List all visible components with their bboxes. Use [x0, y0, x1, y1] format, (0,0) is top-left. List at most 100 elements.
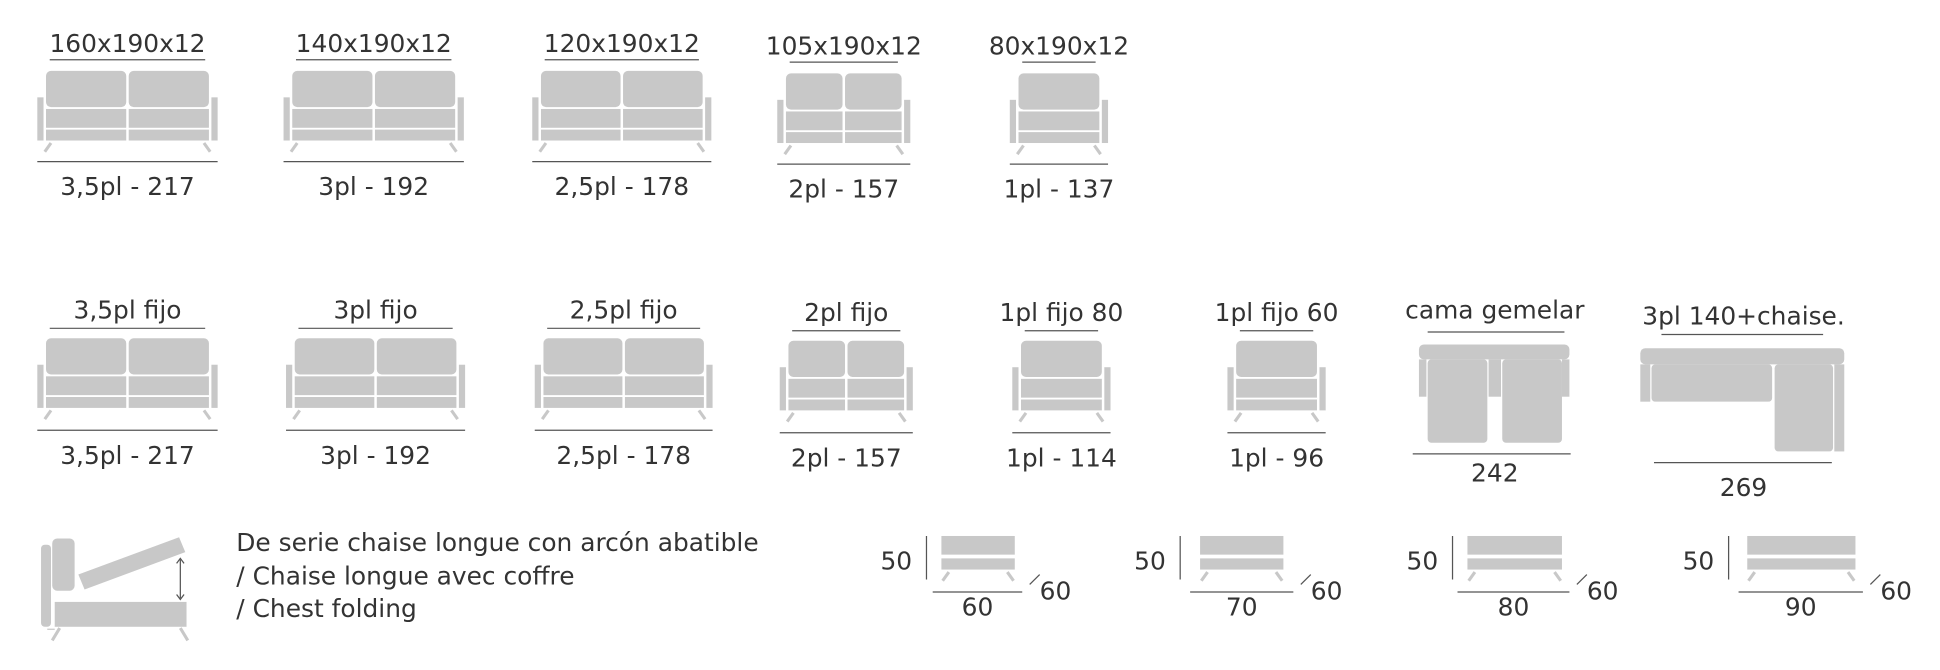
sofa-size-label: 242: [1471, 457, 1519, 488]
sofa-base: [1236, 399, 1317, 411]
sofa-title: 3,5pl fijo: [73, 294, 182, 325]
footstool-width-label: 80: [1497, 591, 1530, 622]
footstool-width-label: 70: [1225, 591, 1258, 622]
footstool-leg: [1467, 571, 1477, 582]
sofa-arm-right: [211, 364, 218, 408]
chest-description: De serie chaise longue con arcón abatibl…: [236, 526, 758, 625]
sofa-leg: [43, 142, 53, 153]
sofa-back-cushion: [1236, 340, 1317, 377]
chest-leg: [50, 627, 62, 642]
sofa-arm-right: [458, 364, 466, 408]
gemelar-middle: [1488, 359, 1502, 397]
sofa-base: [46, 129, 127, 141]
sofa-seat: [128, 108, 209, 128]
sofa-seat: [788, 378, 846, 398]
sofa-seat: [46, 376, 127, 396]
sofa-size-label: 3pl - 192: [318, 171, 430, 202]
sofa-arm-right: [1104, 367, 1111, 411]
sofa-base: [1018, 132, 1100, 144]
sofa-seat: [294, 376, 375, 396]
sofa-base: [623, 129, 703, 141]
sofa-leg: [202, 409, 212, 420]
sofa-seat: [540, 108, 621, 128]
sofa-back-cushion: [128, 70, 209, 108]
sofa-base: [294, 397, 375, 408]
sofa-size-label: 1pl - 114: [1006, 442, 1117, 473]
sofa-title: 3pl 140+chaise.: [1642, 300, 1845, 331]
sofa-seat: [847, 378, 905, 398]
footstool-base: [1200, 558, 1284, 570]
footstool-top: [941, 535, 1015, 555]
sofa-leg: [1093, 144, 1102, 156]
sofa-arm-left: [1009, 99, 1017, 144]
sofa-seat: [128, 376, 209, 396]
footstool-depth-label: 60: [1310, 575, 1343, 606]
sofa-size-label: 3pl - 192: [320, 440, 431, 471]
sofa-seat: [374, 108, 456, 128]
sofa-base: [785, 132, 843, 144]
sofa-leg: [1015, 144, 1025, 156]
depth-line: [1029, 574, 1041, 585]
sofa-leg: [448, 142, 458, 153]
sofa-leg: [895, 144, 905, 156]
sofa-leg: [1018, 411, 1028, 423]
sofa-title: 105x190x12: [765, 31, 922, 61]
sofa-arm-left: [1227, 367, 1234, 411]
sofa-size-label: 3,5pl - 217: [60, 171, 195, 202]
sofa-title: 1pl fijo 60: [1214, 297, 1339, 328]
sofa-size-label: 1pl - 96: [1229, 442, 1325, 473]
sofa-base: [845, 132, 902, 144]
depth-line: [1576, 574, 1588, 585]
sofa-arm-left: [37, 97, 44, 141]
sofa-back-cushion: [374, 70, 456, 108]
sofa-size-label: 2,5pl - 178: [556, 440, 691, 471]
sofa-arm-right: [457, 97, 464, 141]
sofa-seat: [292, 108, 373, 128]
sofa-title: 80x190x12: [988, 31, 1130, 61]
sofa-size-label: 2pl - 157: [788, 174, 900, 204]
sofa-title: 1pl fijo 80: [999, 297, 1124, 328]
footstool-depth-label: 60: [1586, 575, 1619, 606]
chest-back-cushion: [52, 538, 75, 591]
footstool-top: [1200, 535, 1284, 555]
footstool-depth-label: 60: [1880, 575, 1912, 606]
chaise-seat: [1651, 364, 1773, 402]
sofa-arm-left: [534, 364, 541, 408]
sofa-size-label: 2pl - 157: [790, 442, 902, 473]
footstool-depth-label: 60: [1039, 575, 1072, 606]
sofa-title: 140x190x12: [295, 28, 452, 59]
sofa-leg: [43, 409, 53, 420]
sofa-arm-right: [211, 97, 218, 141]
footstool-base: [1467, 558, 1562, 570]
sofa-size-label: 1pl - 137: [1003, 174, 1115, 204]
footstool-base: [941, 558, 1015, 570]
sofa-base: [847, 399, 905, 411]
footstool-width-label: 90: [1784, 591, 1817, 622]
sofa-arm-left: [37, 364, 44, 408]
sofa-title: 160x190x12: [49, 28, 206, 59]
sofa-seat: [1020, 378, 1102, 398]
gemelar-arm-right: [1561, 359, 1570, 397]
footstool-leg: [1274, 571, 1284, 582]
chaise-longue: [1774, 364, 1834, 452]
sofa-back-cushion: [543, 338, 623, 375]
sofa-seat: [623, 108, 703, 128]
sofa-leg: [785, 411, 795, 423]
chest-arm: [41, 544, 51, 627]
sofa-leg: [540, 409, 550, 420]
footstool-leg: [1846, 571, 1856, 582]
footstool-leg: [1200, 571, 1209, 582]
sofa-title: 2pl fijo: [804, 297, 889, 328]
sofa-leg: [538, 142, 548, 153]
footstool-height-label: 50: [1134, 545, 1166, 576]
sofa-back-cushion: [292, 70, 373, 108]
arrow-head-down-icon: [176, 594, 185, 601]
sofa-size-label: 269: [1719, 472, 1768, 503]
footstool-height-label: 50: [1682, 545, 1715, 576]
sofa-leg: [1233, 411, 1243, 423]
sofa-back-cushion: [785, 73, 843, 110]
sofa-base: [543, 397, 623, 408]
sofa-seat: [785, 111, 843, 131]
sofa-base: [624, 397, 704, 408]
chaise-arm-right: [1834, 364, 1845, 452]
